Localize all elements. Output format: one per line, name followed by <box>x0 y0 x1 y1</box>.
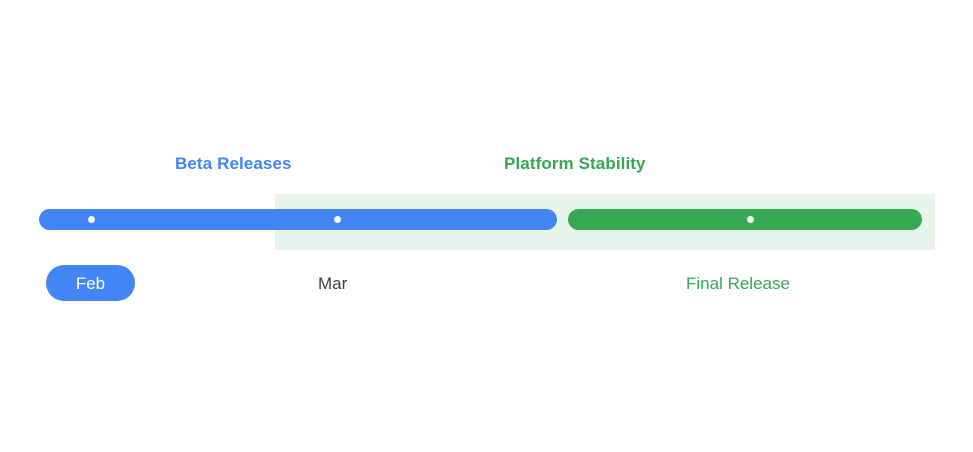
milestone-dot-final-release[interactable] <box>747 216 754 223</box>
milestone-label-final-release[interactable]: Final Release <box>686 274 790 293</box>
milestone-dot-mar[interactable] <box>334 216 341 223</box>
phase-label-platform-stability: Platform Stability <box>504 154 646 173</box>
phase-label-beta-releases: Beta Releases <box>175 154 292 173</box>
milestone-pill-feb[interactable]: Feb <box>46 265 135 301</box>
track-segment-platform-stability[interactable] <box>568 209 922 230</box>
milestone-dot-feb[interactable] <box>88 216 95 223</box>
milestone-label-mar[interactable]: Mar <box>318 274 348 293</box>
track-segment-beta-releases[interactable] <box>39 209 557 230</box>
